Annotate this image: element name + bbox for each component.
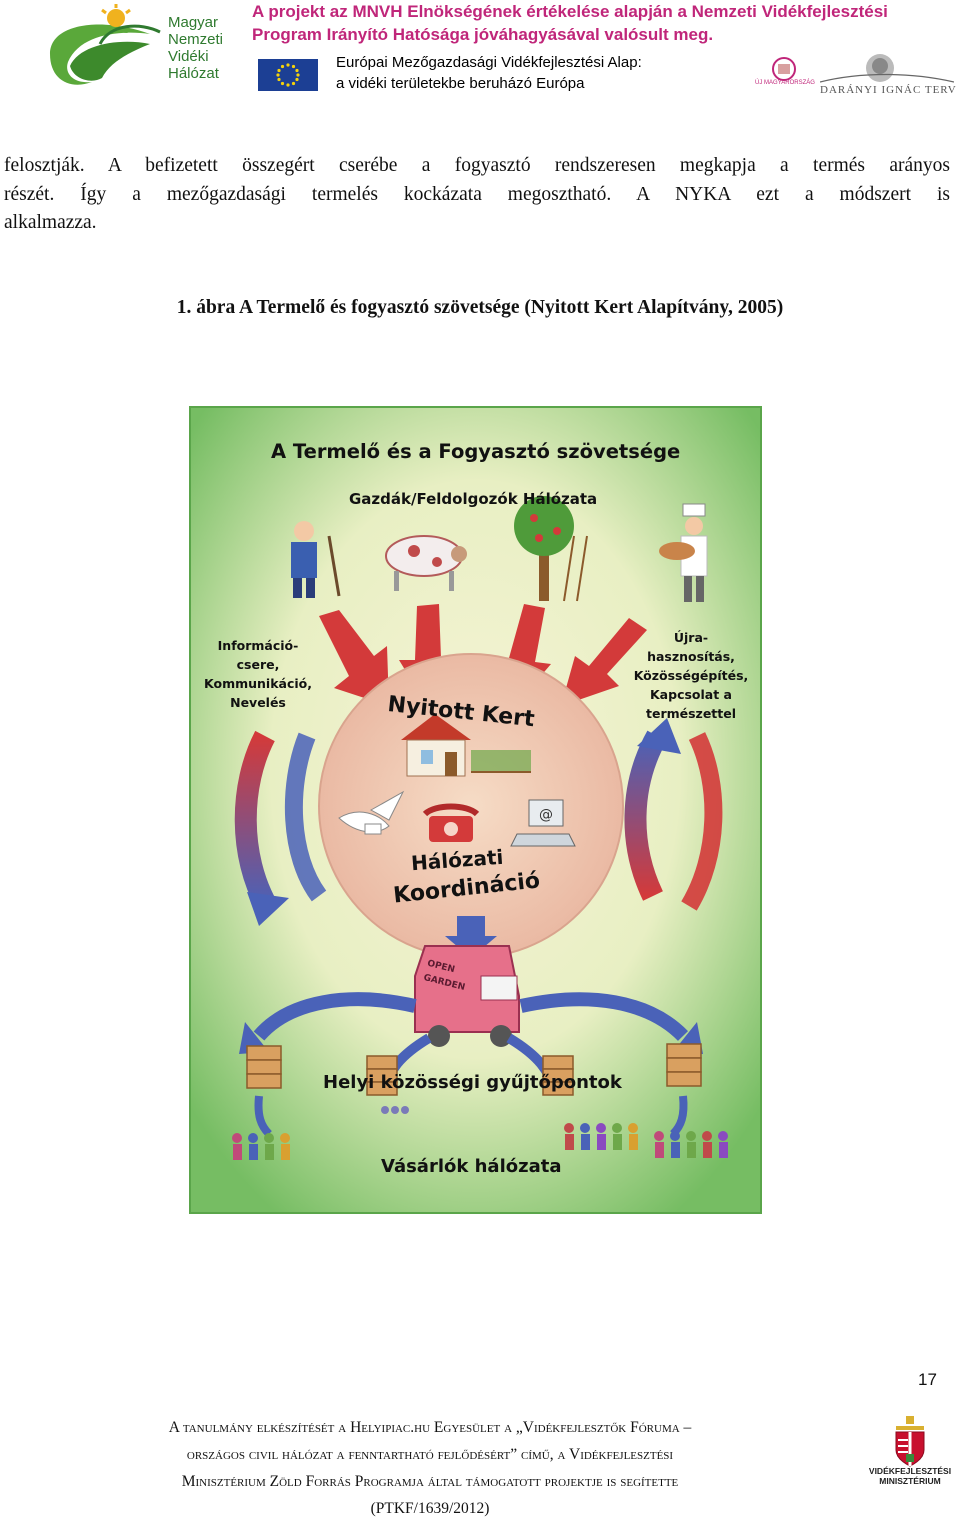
ministry-label: VIDÉKFEJLESZTÉSI MINISZTÉRIUM bbox=[862, 1466, 958, 1486]
arrow-blue-icon bbox=[519, 992, 689, 1042]
logo-text-line: Magyar bbox=[168, 14, 219, 31]
right-label-line: természettel bbox=[645, 706, 737, 721]
uj-magyarorszag-emblem-icon bbox=[772, 57, 796, 81]
eu-fund-line-2: a vidéki területekbe beruházó Európa bbox=[336, 75, 585, 92]
mnvh-logo-text: Magyar Nemzeti Vidéki Hálózat bbox=[168, 14, 223, 82]
daranyi-ignac-emblem-icon bbox=[820, 54, 954, 83]
right-label-line: Kapcsolat a bbox=[650, 687, 732, 702]
buyers-network-label: Vásárlók hálózata bbox=[381, 1156, 562, 1177]
logo-text-line: Nemzeti bbox=[168, 31, 224, 48]
eu-flag-icon bbox=[258, 59, 318, 91]
daranyi-ignac-label: DARÁNYI IGNÁC TERV bbox=[820, 84, 957, 96]
project-line-1: A projekt az MNVH Elnökségének értékelés… bbox=[252, 2, 888, 21]
cow-icon bbox=[385, 535, 467, 591]
tree-icon bbox=[514, 496, 588, 602]
footer-acknowledgement: A tanulmány elkészítését a Helyipiac.hu … bbox=[30, 1414, 830, 1522]
body-paragraph: felosztják. A befizetett összegért cseré… bbox=[4, 152, 950, 238]
figure-caption: 1. ábra A Termelő és fogyasztó szövetség… bbox=[176, 297, 784, 318]
buyers-crowd-icon bbox=[232, 1106, 728, 1160]
left-side-label: Információ- csere, Kommunikáció, Nevelés bbox=[201, 636, 315, 712]
figure-illustration: @ bbox=[189, 406, 762, 1214]
figure-title: A Termelő és a Fogyasztó szövetsége bbox=[271, 440, 681, 463]
svg-text:@: @ bbox=[539, 807, 553, 823]
crate-stack-icon bbox=[246, 1043, 702, 1096]
telephone-icon bbox=[422, 803, 480, 842]
footer-line: országos civil hálózat a fenntartható fe… bbox=[186, 1446, 674, 1463]
right-label-line: hasznosítás, bbox=[647, 649, 735, 664]
dove-icon bbox=[338, 790, 405, 835]
arrow-blue-icon bbox=[253, 992, 417, 1041]
logo-text-line: Hálózat bbox=[168, 65, 219, 82]
left-label-line: Információ- bbox=[217, 638, 299, 653]
project-line-2: Program Irányító Hatósága jóváhagyásával… bbox=[252, 25, 714, 44]
arrow-red-icon bbox=[319, 610, 389, 706]
left-label-line: Kommunikáció, bbox=[204, 676, 312, 691]
delivery-van-icon bbox=[414, 945, 520, 1047]
ministry-label-line: VIDÉKFEJLESZTÉSI bbox=[868, 1466, 952, 1476]
figure-subtitle: Gazdák/Feldolgozók Hálózata bbox=[349, 490, 598, 508]
baker-figure-icon bbox=[659, 503, 708, 602]
eu-fund-line-1: Európai Mezőgazdasági Vidékfejlesztési A… bbox=[336, 54, 642, 71]
central-circle bbox=[318, 653, 624, 959]
hungarian-coat-of-arms-icon bbox=[895, 1416, 925, 1467]
cycle-arrow-left-icon bbox=[234, 730, 277, 912]
logo-text-line: Vidéki bbox=[168, 48, 209, 65]
ministry-label-line: MINISZTÉRIUM bbox=[879, 1476, 941, 1486]
footer-line: A tanulmány elkészítését a Helyipiac.hu … bbox=[168, 1419, 692, 1436]
right-label-line: Közösségépítés, bbox=[633, 668, 749, 683]
page-number: 17 bbox=[918, 1370, 937, 1389]
arrow-blue-icon bbox=[445, 916, 497, 958]
uj-magyarorszag-label: ÚJ MAGYARORSZÁG bbox=[755, 80, 815, 86]
paragraph-line: alkalmazza. bbox=[4, 212, 97, 233]
farmer-figure-icon bbox=[291, 521, 341, 598]
left-label-line: Nevelés bbox=[230, 695, 286, 710]
right-label-line: Újra- bbox=[673, 630, 709, 645]
footer-line: Minisztérium Zöld Forrás Programja által… bbox=[181, 1473, 679, 1490]
collection-points-label: Helyi közösségi gyűjtőpontok bbox=[323, 1072, 622, 1093]
paragraph-line: felosztják. A befizetett összegért cseré… bbox=[4, 155, 950, 176]
arrow-red-icon bbox=[561, 618, 647, 706]
paragraph-line: részét. Így a mezőgazdasági termelés koc… bbox=[4, 183, 950, 205]
computer-icon: @ bbox=[510, 799, 576, 847]
footer-code: (PTKF/1639/2012) bbox=[370, 1500, 490, 1517]
cycle-arrow-right-icon bbox=[624, 730, 667, 901]
left-label-line: csere, bbox=[236, 657, 280, 672]
mnvh-logo-icon bbox=[50, 4, 161, 85]
right-side-label: Újra- hasznosítás, Közösségépítés, Kapcs… bbox=[631, 628, 751, 723]
figure-producer-consumer-alliance: @ bbox=[189, 406, 762, 1214]
house-icon bbox=[401, 714, 531, 777]
